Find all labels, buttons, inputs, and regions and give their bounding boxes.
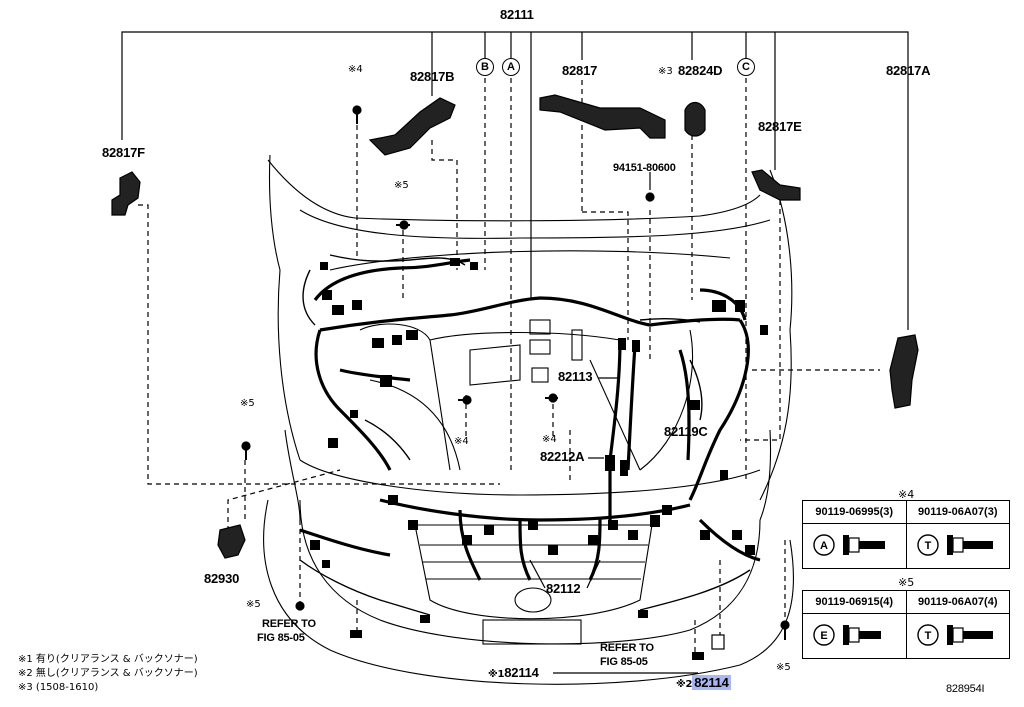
label-82119C: 82119C [664, 424, 708, 439]
legend-group5-icon-1: E [821, 630, 828, 642]
bolt-flange-icon: E [813, 623, 882, 646]
mark-note5-bottom-left: ※5 [246, 599, 261, 610]
legend-group4-cell-2: T [905, 523, 1010, 569]
bracket-82817F [111, 171, 141, 216]
label-82114-front: ※182114 [488, 666, 539, 681]
callout-a: A [502, 58, 520, 76]
mark-note4-top: ※4 [348, 64, 363, 75]
bolt-icons [241, 105, 790, 640]
legend-group5-title: ※5 [898, 576, 915, 589]
bracket-82817A [889, 334, 919, 409]
footnote-1: ※1 有り(クリアランス & バックソナー) [18, 654, 198, 665]
legend-group5-cell-1: E [802, 613, 907, 659]
wire-harness [299, 258, 761, 581]
mark-note5-left: ※5 [240, 398, 255, 409]
thin-wires [299, 254, 751, 616]
mark-note5-upper: ※5 [394, 180, 409, 191]
legend-group5-part-2: 90119-06A07(4) [905, 590, 1010, 614]
label-82212A: 82212A [540, 449, 585, 464]
label-82111: 82111 [500, 7, 534, 22]
legend-group5-table: 90119-06915(4) 90119-06A07(4) E T [802, 590, 1010, 659]
legend-group4-part-2: 90119-06A07(3) [905, 500, 1010, 524]
refer-left-line1: REFER TO [262, 618, 316, 630]
label-82930: 82930 [204, 571, 240, 586]
legend-group5-part-1: 90119-06915(4) [802, 590, 907, 614]
mark-note2: ※2 [676, 679, 693, 690]
label-82113: 82113 [558, 369, 593, 384]
mark-note3: ※3 [658, 66, 673, 77]
legend-group4-part-1: 90119-06995(3) [802, 500, 907, 524]
bracket-82817B [368, 97, 456, 156]
callout-b: B [476, 58, 494, 76]
mark-note4-mid-left: ※4 [454, 436, 469, 447]
connector-82114-right [711, 634, 725, 650]
label-82824D: 82824D [678, 63, 723, 78]
mark-note4-mid-right: ※4 [542, 434, 557, 445]
refer-right-line2: FIG 85-05 [600, 656, 648, 668]
legend-group4-icon-2: T [924, 540, 931, 552]
dashed-leaders [138, 78, 880, 660]
main-harness-leader-bracket [121, 31, 909, 330]
label-94151-80600: 94151-80600 [613, 162, 676, 174]
label-82114-front-number: 82114 [504, 665, 539, 680]
label-82817B: 82817B [410, 69, 455, 84]
legend-group5-cell-2: T [905, 613, 1010, 659]
bolt-flange-icon: T [917, 533, 993, 556]
legend-group4-icon-1: A [820, 540, 828, 552]
legend-group5-icon-2: T [924, 630, 931, 642]
legend-group4-table: 90119-06995(3) 90119-06A07(3) A T [802, 500, 1010, 569]
refer-left-line2: FIG 85-05 [257, 632, 305, 644]
mark-note5-bottom-right: ※5 [776, 662, 791, 673]
figure-id: 828954I [946, 683, 985, 695]
label-82817F: 82817F [102, 145, 145, 160]
relay-82930 [217, 524, 246, 559]
footnote-3: ※3 (1508-1610) [18, 682, 99, 693]
legend-group4-cell-1: A [802, 523, 907, 569]
bolt-flange-icon: T [917, 623, 993, 646]
label-82114-right-number: 82114 [692, 675, 731, 690]
label-leaders [529, 172, 698, 674]
label-82817A: 82817A [886, 63, 931, 78]
bracket-82817E [751, 169, 801, 201]
vehicle-outline [263, 154, 795, 685]
footnote-2: ※2 無し(クリアランス & バックソナー) [18, 668, 198, 679]
refer-right-line1: REFER TO [600, 642, 654, 654]
callout-c: C [737, 58, 755, 76]
grommet-82824D [684, 101, 706, 137]
label-82112: 82112 [546, 581, 581, 596]
connectors [310, 258, 768, 660]
label-82817: 82817 [562, 63, 598, 78]
legend-group4-title: ※4 [898, 488, 915, 501]
bolt-flange-icon: A [813, 533, 886, 556]
label-82817E: 82817E [758, 119, 802, 134]
bracket-82817 [539, 94, 666, 139]
mark-note1: ※1 [488, 669, 505, 680]
